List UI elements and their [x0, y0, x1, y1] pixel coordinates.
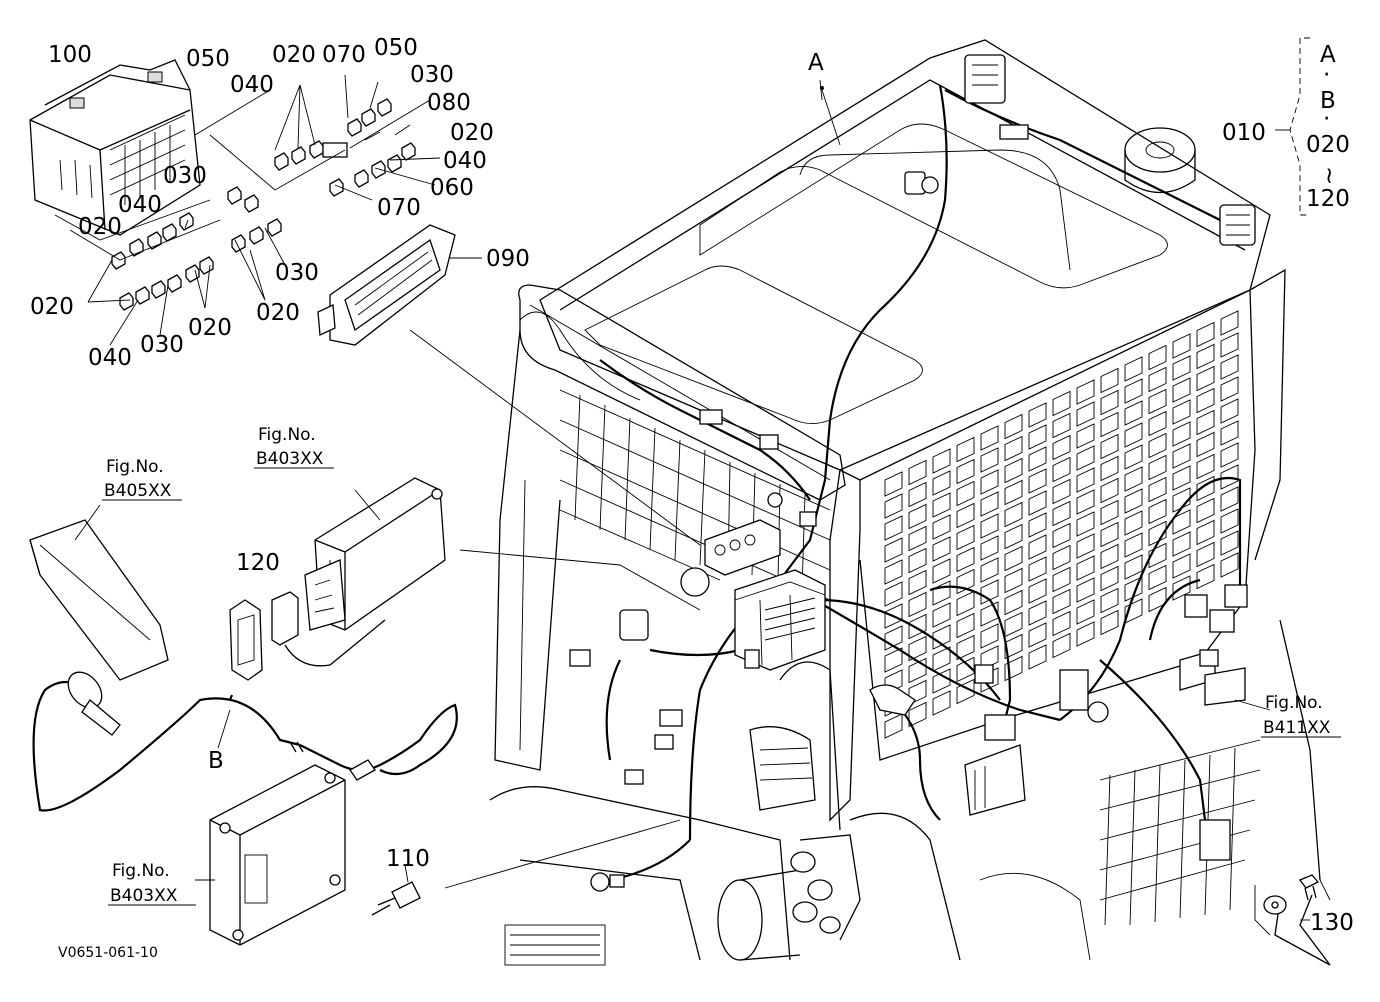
fig-ref-b405-label: Fig.No.: [106, 457, 164, 477]
key-part-010: 010: [1222, 120, 1266, 146]
fuse-cover-090: [317, 224, 701, 546]
key-line-020: 020: [1306, 132, 1350, 158]
fig-ref-b403-top-label: Fig.No.: [258, 425, 316, 445]
drawing-code: V0651-061-10: [58, 945, 158, 961]
fuse-relay-cluster: [111, 98, 416, 311]
fig-ref-b403-top-code: B403XX: [256, 449, 324, 469]
fig-ref-b411-label: Fig.No.: [1265, 693, 1323, 713]
callout-040c: 040: [118, 192, 162, 218]
callout-020f: 020: [188, 315, 232, 341]
callout-040a: 040: [230, 72, 274, 98]
key-line-dot1: ·: [1323, 62, 1330, 88]
key-line-tilde: ~: [1316, 166, 1342, 185]
cable-b: [32, 671, 458, 812]
callout-040b: 040: [443, 148, 487, 174]
callout-030d: 030: [140, 332, 184, 358]
callout-020c: 020: [78, 214, 122, 240]
fuse-box-100: [29, 59, 201, 236]
callout-b: B: [208, 748, 224, 774]
callout-030c: 030: [275, 260, 319, 286]
callout-060: 060: [430, 175, 474, 201]
fuse-leader-lines: [54, 74, 441, 346]
key-line-b: B: [1320, 88, 1336, 114]
fig-ref-b411-code: B411XX: [1263, 718, 1331, 738]
fig-ref-b403-bottom-code: B403XX: [110, 886, 178, 906]
leader-lines: [819, 79, 1310, 921]
connector-110: [371, 819, 681, 916]
monitor-b405: [29, 504, 169, 681]
fig-ref-b405-code: B405XX: [104, 481, 172, 501]
callout-020b: 020: [450, 120, 494, 146]
callout-120: 120: [236, 550, 280, 576]
callout-100: 100: [48, 42, 92, 68]
ground-strap-130: [1254, 874, 1331, 966]
figure-references: Fig.No. B403XX Fig.No. B405XX Fig.No. B4…: [102, 425, 1341, 906]
connector-120: [229, 591, 386, 681]
callout-070b: 070: [377, 195, 421, 221]
callout-080: 080: [427, 90, 471, 116]
lower-right-mesh: [1099, 739, 1261, 926]
controller-b403-bottom: [195, 764, 346, 946]
callout-040d: 040: [88, 345, 132, 371]
callout-090: 090: [486, 246, 530, 272]
callout-030a: 030: [410, 62, 454, 88]
callout-070a: 070: [322, 42, 366, 68]
machine-lower-body: [489, 127, 1321, 966]
fig-ref-b403-bottom-label: Fig.No.: [112, 861, 170, 881]
key-line-120: 120: [1306, 186, 1350, 212]
callout-020e: 020: [256, 300, 300, 326]
key-line-a: A: [1320, 42, 1336, 68]
callout-110: 110: [386, 846, 430, 872]
callout-030b: 030: [163, 163, 207, 189]
main-wire-harness: [519, 84, 1242, 882]
harness-components: [569, 54, 1256, 892]
callout-a: A: [808, 50, 824, 76]
callout-050b: 050: [374, 35, 418, 61]
part-callouts: 100 050 020 070 050 030 040 080 020 040 …: [30, 35, 1354, 936]
key-bracket: 010 A · B · 020 ~ 120: [1222, 37, 1350, 216]
callout-020d: 020: [30, 294, 74, 320]
callout-050a: 050: [186, 46, 230, 72]
key-line-dot2: ·: [1323, 106, 1330, 132]
callout-020a: 020: [272, 42, 316, 68]
controller-b403-top: [304, 477, 701, 631]
callout-130: 130: [1310, 910, 1354, 936]
